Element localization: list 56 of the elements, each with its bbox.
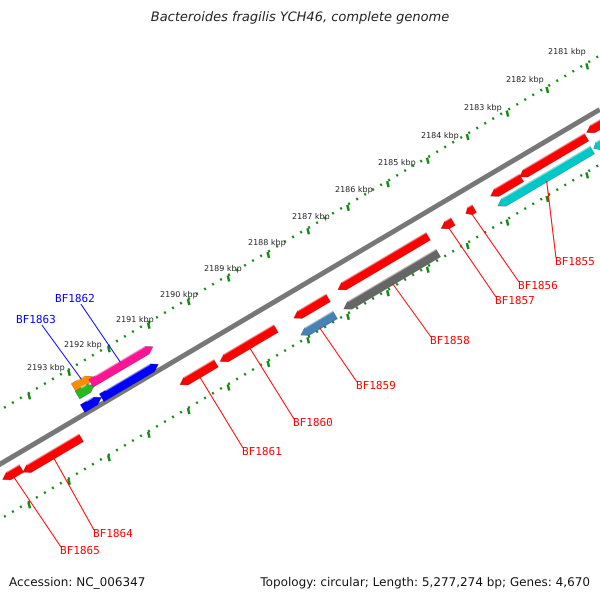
leader-line — [392, 283, 432, 338]
gene-feature — [179, 358, 219, 386]
gene-feature — [586, 116, 600, 134]
gene-feature — [465, 204, 478, 216]
gene-feature — [293, 293, 331, 319]
gene-feature — [300, 310, 338, 336]
leader-line — [546, 180, 556, 258]
gene-label: BF1858 — [430, 334, 470, 347]
gene-label: BF1863 — [16, 313, 56, 326]
leader-line — [448, 227, 496, 298]
scale-label: 2186 kbp — [335, 185, 373, 194]
scale-label: 2185 kbp — [378, 158, 416, 167]
gene-feature — [518, 132, 590, 178]
leader-line — [80, 304, 121, 363]
scale-label: 2190 kbp — [160, 290, 198, 299]
leader-line — [13, 476, 62, 548]
scale-label: 2181 kbp — [548, 47, 586, 56]
accession-label: Accession: NC_006347 — [9, 575, 146, 589]
gene-feature — [22, 432, 84, 473]
gene-label: BF1864 — [93, 527, 133, 540]
scale-label: 2192 kbp — [64, 340, 102, 349]
leader-line — [199, 376, 244, 448]
scale-label: 2188 kbp — [248, 238, 286, 247]
scale-label: 2189 kbp — [204, 264, 242, 273]
leader-line — [319, 327, 358, 382]
title: Bacteroides fragilis YCH46, complete genome — [150, 10, 450, 25]
gene-feature — [337, 232, 431, 290]
gene-label: BF1860 — [293, 416, 333, 429]
gene-label: BF1861 — [242, 445, 282, 458]
scale-label: 2193 kbp — [27, 363, 65, 372]
gene-label: BF1856 — [518, 279, 558, 292]
scale-label: 2182 kbp — [506, 75, 544, 84]
scale-label: 2183 kbp — [464, 103, 502, 112]
gene-label: BF1859 — [356, 379, 396, 392]
leader-line — [249, 347, 294, 420]
gene-feature — [343, 248, 442, 310]
gene-feature — [497, 145, 596, 207]
scale-label: 2184 kbp — [421, 131, 459, 140]
gene-feature — [440, 216, 456, 230]
gene-label: BF1857 — [495, 294, 535, 307]
gene-feature — [219, 324, 279, 362]
gene-feature — [593, 138, 600, 150]
leader-line — [41, 324, 82, 380]
leader-line — [53, 457, 94, 530]
gene-label: BF1855 — [555, 255, 595, 268]
gene-feature — [490, 173, 524, 197]
scale-label: 2187 kbp — [292, 212, 330, 221]
scale-label: 2191 kbp — [116, 315, 154, 324]
gene-feature — [98, 363, 159, 402]
gene-feature — [80, 396, 102, 413]
gene-label: BF1865 — [60, 544, 100, 557]
gene-label: BF1862 — [55, 292, 95, 305]
gene-feature — [74, 384, 96, 400]
genome-summary: Topology: circular; Length: 5,277,274 bp; Genes: 4,670 — [260, 575, 590, 589]
gene-feature — [2, 464, 24, 480]
leader-line — [471, 213, 520, 282]
